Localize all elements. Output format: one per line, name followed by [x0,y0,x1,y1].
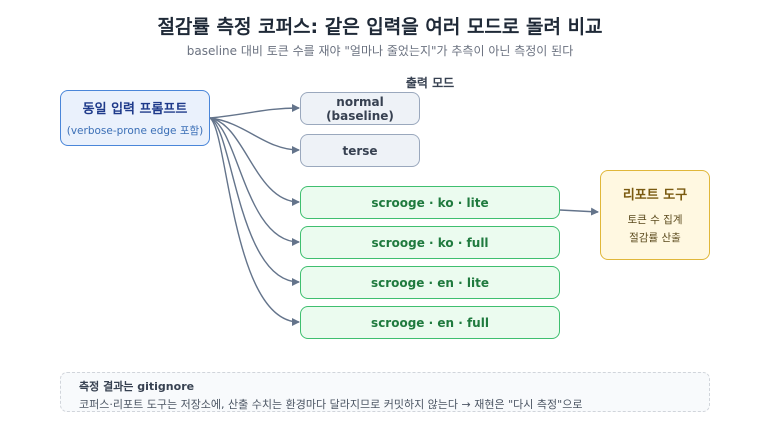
report-line-2: 절감률 산출 [629,231,681,244]
modes-caption: 출력 모드 [405,76,455,90]
mode-label: normal (baseline) [326,94,394,123]
page-subtitle: baseline 대비 토큰 수를 재야 "얼마나 줄었는지"가 추측이 아닌 … [186,44,574,58]
mode-label: scrooge · en · lite [370,275,489,290]
report-details: 토큰 수 집계 절감률 산출 [628,211,683,247]
source-title: 동일 입력 프롬프트 [82,102,188,117]
note-text: 코퍼스·리포트 도구는 저장소에, 산출 수치는 환경마다 달라지므로 커밋하지… [79,398,583,411]
mode-label: scrooge · ko · lite [371,195,489,210]
report-tool-node: 리포트 도구 토큰 수 집계 절감률 산출 [600,170,710,260]
report-title: 리포트 도구 [622,187,688,203]
gitignore-note: 측정 결과는 gitignore 코퍼스·리포트 도구는 저장소에, 산출 수치… [60,372,710,412]
mode-label: scrooge · en · full [371,315,489,330]
edge-to-scrooge-ko-lite [209,117,300,206]
edge-to-report [559,207,599,216]
report-line-1: 토큰 수 집계 [627,213,683,226]
mode-label: scrooge · ko · full [371,235,489,250]
source-prompt-node: 동일 입력 프롬프트 (verbose-prone edge 포함) [60,90,210,146]
mode-normal-node: normal (baseline) [300,92,420,125]
mode-scrooge-en-full-node: scrooge · en · full [300,306,560,339]
mode-scrooge-en-lite-node: scrooge · en · lite [300,266,560,299]
edge-to-terse [209,117,300,154]
note-title: 측정 결과는 gitignore [79,380,195,393]
edge-to-scrooge-en-lite [209,117,300,286]
edge-to-scrooge-en-full [209,117,300,326]
mode-scrooge-ko-lite-node: scrooge · ko · lite [300,186,560,219]
mode-scrooge-ko-full-node: scrooge · ko · full [300,226,560,259]
edge-to-normal [209,104,300,119]
mode-terse-node: terse [300,134,420,167]
page-title: 절감률 측정 코퍼스: 같은 입력을 여러 모드로 돌려 비교 [157,16,603,38]
mode-label: terse [342,143,378,158]
edge-to-scrooge-ko-full [209,117,300,246]
source-subtitle: (verbose-prone edge 포함) [66,125,204,137]
